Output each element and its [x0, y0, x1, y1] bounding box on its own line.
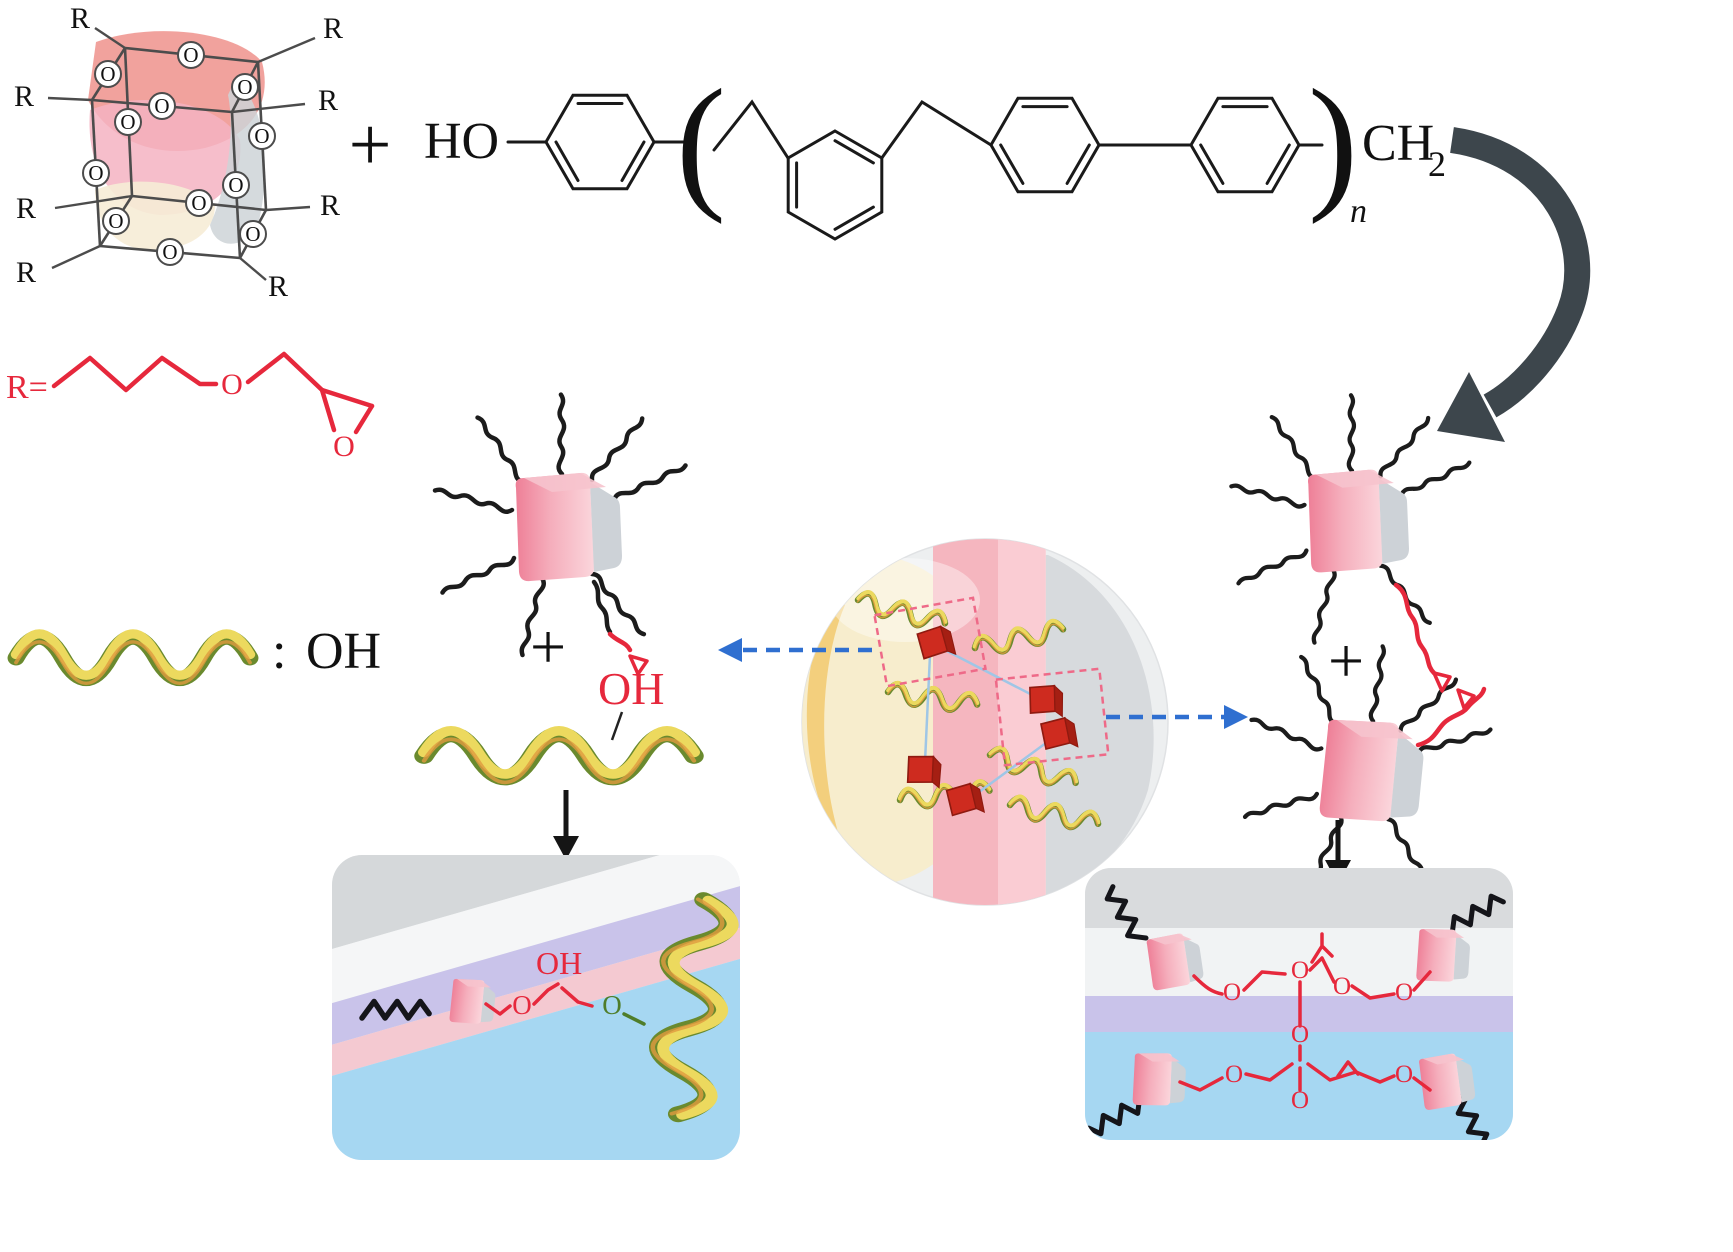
oxygen-atom: O — [148, 92, 176, 120]
down-arrow-left — [553, 790, 579, 860]
oxygen-atom: O — [185, 189, 213, 217]
r-group-definition: R= O O — [6, 351, 375, 463]
legend-colon: : — [272, 623, 286, 680]
zoom-region-box-right — [994, 667, 1110, 767]
oxygen-atom: O — [82, 159, 110, 187]
reaction-curved-arrow — [1437, 127, 1591, 442]
benzene-ring-4 — [1189, 96, 1301, 194]
plus-sign-left: + — [530, 611, 566, 682]
ch2-subscript: 2 — [1428, 144, 1446, 184]
plus-sign-right: + — [1328, 625, 1364, 696]
r-group-label: R — [16, 256, 36, 289]
network-oxygen-label: O — [1291, 1021, 1309, 1048]
oxygen-atom-label: O — [108, 209, 123, 233]
network-oxygen-label: O — [1291, 957, 1309, 984]
poss-cage-r-bonds — [47, 27, 316, 281]
sphere-shading — [802, 539, 1154, 905]
network-oxygen-label: O — [1395, 1061, 1413, 1088]
oxygen-atom-label: O — [120, 110, 135, 134]
zoom-arrow-left — [718, 638, 872, 662]
epoxide-ring: O — [319, 387, 375, 463]
oxygen-atom: O — [94, 60, 122, 88]
oxygen-atom-label: O — [88, 161, 103, 185]
oxygen-atom-label: O — [100, 62, 115, 86]
opened-oh-label: OH — [598, 663, 664, 714]
oxygen-atom-label: O — [191, 191, 206, 215]
plus-sign-top: + — [349, 103, 392, 187]
oxygen-atom: O — [114, 108, 142, 136]
poss-unit — [1230, 630, 1503, 908]
oxygen-atom: O — [177, 41, 205, 69]
polymer-chain-legend: : OH — [16, 623, 381, 683]
network-oxygen-label: O — [1333, 973, 1351, 1000]
r-group-label: R — [268, 270, 288, 303]
oxygen-atom-label: O — [245, 222, 260, 246]
panel-stripes — [1085, 868, 1513, 928]
benzene-ring-2 — [786, 129, 884, 241]
ether-oxygen-label: O — [221, 368, 243, 401]
epoxide-glyph — [628, 654, 649, 676]
hydroxyl-ho-label: HO — [424, 113, 499, 170]
r-equals-label: R= — [6, 369, 48, 406]
sphere-contents — [855, 590, 1110, 835]
zoom-region-box-left — [873, 596, 987, 688]
benzene-ring-1 — [544, 93, 656, 191]
crosslink-network: O O O O O O O O — [1178, 932, 1432, 1114]
oxygen-atom: O — [156, 238, 184, 266]
right-pathway: + — [1230, 395, 1503, 908]
network-oxygen-label: O — [1291, 1087, 1309, 1114]
r-group-label: R — [318, 84, 338, 117]
epoxide-glyph — [1432, 671, 1452, 693]
r-group-label: R — [16, 192, 36, 225]
linkage-oxygen-label: O — [512, 990, 532, 1020]
oxygen-atom-label: O — [228, 173, 243, 197]
left-pathway: + OH — [424, 395, 694, 860]
epoxide-glyph — [1456, 688, 1476, 710]
open-paren: ( — [676, 59, 726, 225]
oxygen-atom-label: O — [154, 94, 169, 118]
oxygen-atom: O — [248, 122, 276, 150]
phenol-oxygen-label: O — [602, 990, 622, 1020]
poss-cage: O O O O O O O O O O O O R R R R R R R R — [14, 2, 343, 303]
network-oxygen-label: O — [1223, 979, 1241, 1006]
linkage-oh-label: OH — [536, 945, 582, 981]
network-oxygen-label: O — [1225, 1061, 1243, 1088]
r-group-label: R — [14, 80, 34, 113]
poss-cage-r-labels: R R R R R R R R — [14, 2, 343, 303]
oxygen-atom: O — [102, 207, 130, 235]
ch2-label: CH — [1362, 115, 1434, 172]
legend-oh-label: OH — [306, 623, 381, 680]
zoom-arrow-right — [1106, 705, 1248, 729]
repeat-subscript-n: n — [1350, 193, 1367, 230]
oxygen-atom: O — [222, 171, 250, 199]
polymer-chain-glyph — [16, 634, 250, 683]
poss-unit — [1231, 395, 1472, 642]
polymer-chain-glyph — [424, 731, 694, 783]
oxygen-atom: O — [231, 73, 259, 101]
oxygen-atom-label: O — [183, 43, 198, 67]
close-paren: ) — [1308, 59, 1358, 225]
r-group-label: R — [323, 12, 343, 45]
oxygen-atom: O — [239, 220, 267, 248]
oxygen-atom-label: O — [254, 124, 269, 148]
oxygen-atom-label: O — [162, 240, 177, 264]
epoxide-oxygen-label: O — [333, 430, 355, 463]
poss-cage-oxygens: O O O O O O O O O O O O — [82, 41, 276, 266]
composite-sphere — [801, 538, 1169, 906]
polymer-structure: HO ( ) — [424, 59, 1446, 241]
panel-stripes — [332, 855, 740, 1160]
r-group-label: R — [70, 2, 90, 35]
bottom-right-panel: O O O O O O O O — [1085, 868, 1513, 1140]
benzene-ring-3 — [989, 96, 1101, 194]
r-group-label: R — [320, 189, 340, 222]
network-oxygen-label: O — [1395, 979, 1413, 1006]
oxygen-atom-label: O — [237, 75, 252, 99]
bottom-left-panel: O OH O — [332, 855, 740, 1160]
